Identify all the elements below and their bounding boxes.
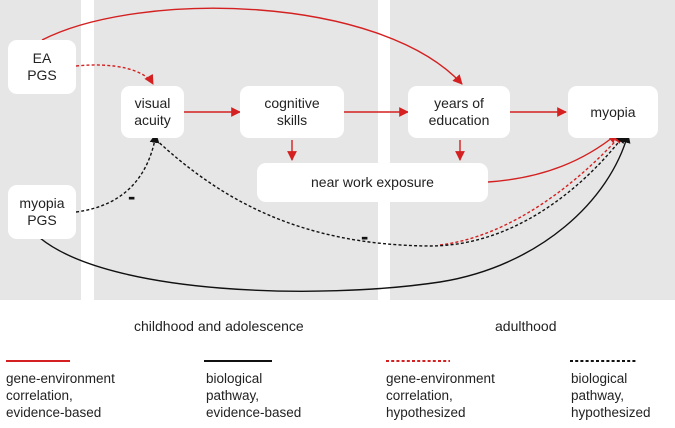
negative-sign-1: - (128, 184, 136, 209)
period-label-adulthood: adulthood (495, 318, 557, 334)
negative-sign-2: - (361, 224, 369, 249)
period-label-childhood: childhood and adolescence (134, 318, 304, 334)
panel-adulthood (390, 0, 675, 300)
panel-childhood (94, 0, 378, 300)
node-near-work-exposure: near work exposure (257, 163, 488, 202)
node-myopia: myopia (568, 86, 658, 138)
